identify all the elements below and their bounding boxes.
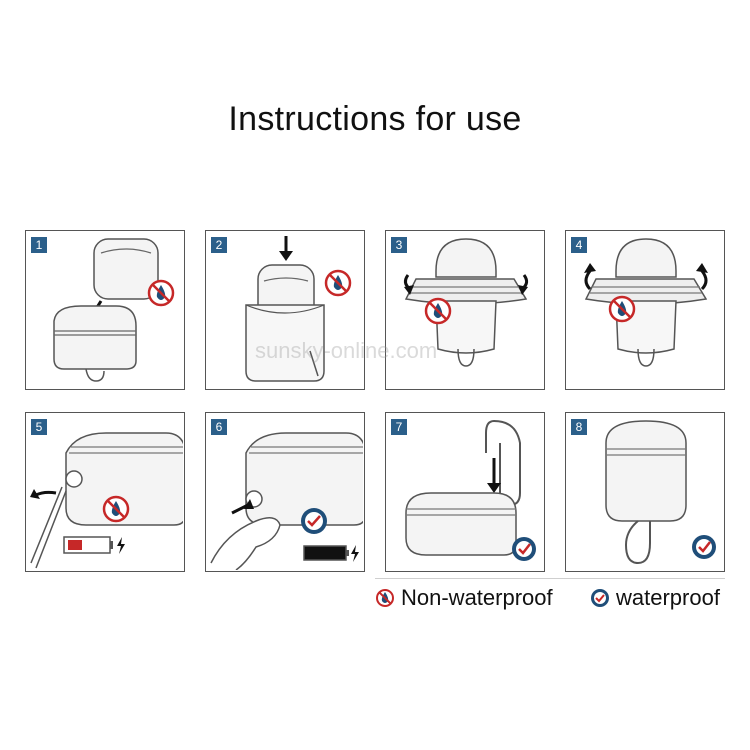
- battery-full-icon: [303, 545, 359, 562]
- waterproof-icon: [512, 537, 536, 561]
- legend-waterproof: waterproof: [590, 585, 720, 611]
- step-panel-4: 4: [565, 230, 725, 390]
- non-waterproof-icon: [102, 495, 130, 523]
- step-6-illustration: [210, 432, 363, 570]
- step-number-badge: 6: [211, 419, 227, 435]
- non-waterproof-icon: [324, 269, 352, 297]
- step-number-badge: 3: [391, 237, 407, 253]
- step-panel-7: 7: [385, 412, 545, 572]
- non-waterproof-icon: [424, 297, 452, 325]
- step-8-illustration: [605, 420, 716, 565]
- step-7-illustration: [405, 420, 536, 561]
- waterproof-icon: [692, 535, 716, 559]
- legend-non-waterproof-label: Non-waterproof: [401, 585, 553, 610]
- step-panel-5: 5: [25, 412, 185, 572]
- legend-waterproof-label: waterproof: [616, 585, 720, 610]
- step-panel-3: 3: [385, 230, 545, 390]
- non-waterproof-icon: [608, 295, 636, 323]
- step-5-illustration: [30, 432, 183, 569]
- step-3-illustration: [403, 238, 529, 367]
- waterproof-icon: [591, 589, 609, 607]
- waterproof-icon: [301, 508, 327, 534]
- battery-low-icon: [63, 536, 125, 554]
- legend-divider: [375, 578, 725, 579]
- page-title: Instructions for use: [228, 100, 522, 138]
- step-number-badge: 7: [391, 419, 407, 435]
- step-4-illustration: [584, 238, 708, 367]
- step-panel-6: 6: [205, 412, 365, 572]
- step-1-illustration: [53, 238, 175, 382]
- step-number-badge: 8: [571, 419, 587, 435]
- step-number-badge: 4: [571, 237, 587, 253]
- step-number-badge: 2: [211, 237, 227, 253]
- step-number-badge: 1: [31, 237, 47, 253]
- step-panel-8: 8: [565, 412, 725, 572]
- step-panel-2: 2: [205, 230, 365, 390]
- non-waterproof-icon: [376, 589, 394, 607]
- step-number-badge: 5: [31, 419, 47, 435]
- legend-non-waterproof: Non-waterproof: [375, 585, 553, 611]
- non-waterproof-icon: [147, 279, 175, 307]
- step-2-illustration: [245, 236, 352, 382]
- step-panel-1: 1: [25, 230, 185, 390]
